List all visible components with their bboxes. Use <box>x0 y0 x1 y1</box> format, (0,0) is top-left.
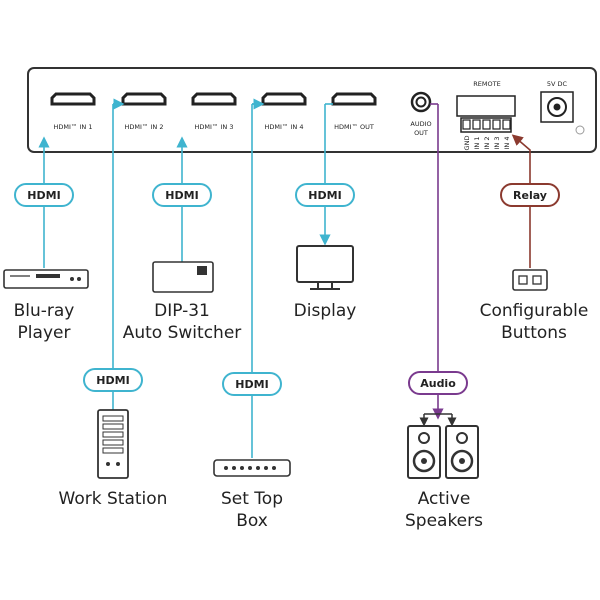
bluray-label-1: Blu-ray <box>14 301 75 321</box>
audio-out-jack: AUDIO OUT <box>410 91 432 137</box>
hdmi-in-1-port: HDMI™ IN 1 <box>50 92 96 131</box>
configurable-buttons-icon: Configurable Buttons <box>480 269 589 343</box>
hdmi-out-port: HDMI™ OUT <box>331 92 377 131</box>
svg-text:Audio: Audio <box>420 377 456 390</box>
remote-pin-gnd: GND <box>463 136 471 151</box>
buttons-label-2: Buttons <box>501 323 567 343</box>
cables <box>38 103 531 458</box>
speakers-label-1: Active <box>418 489 471 509</box>
svg-text:HDMI: HDMI <box>165 189 198 202</box>
workstation-label: Work Station <box>59 489 168 509</box>
svg-text:Relay: Relay <box>513 189 547 202</box>
display-label: Display <box>294 301 357 321</box>
pill-audio: Audio <box>408 371 468 395</box>
workstation-icon: Work Station <box>59 409 168 509</box>
remote-pin-in4: IN 4 <box>503 137 511 150</box>
svg-text:HDMI: HDMI <box>96 374 129 387</box>
hdmi-in-1-label: HDMI™ IN 1 <box>54 123 93 131</box>
bluray-label-2: Player <box>18 323 71 343</box>
bluray-player-icon: Blu-ray Player <box>3 269 89 343</box>
hdmi-in-4-label: HDMI™ IN 4 <box>265 123 304 131</box>
speakers-label-2: Speakers <box>405 511 483 531</box>
dip31-label-2: Auto Switcher <box>123 323 242 343</box>
display-icon: Display <box>294 245 357 321</box>
svg-text:HDMI: HDMI <box>308 189 341 202</box>
remote-terminal-block: REMOTE GND IN 1 IN 2 IN 3 IN 4 <box>456 80 516 151</box>
pill-hdmi-display: HDMI <box>295 183 355 207</box>
remote-pin-in3: IN 3 <box>493 137 501 150</box>
cable-relay <box>511 134 531 268</box>
buttons-label-1: Configurable <box>480 301 589 321</box>
dip31-switcher-icon: DIP-31 Auto Switcher <box>123 261 242 343</box>
speakers-icon: Active Speakers <box>405 413 483 531</box>
power-jack: 5V DC <box>540 80 585 135</box>
remote-label: REMOTE <box>473 80 500 88</box>
pill-hdmi-settop: HDMI <box>222 372 282 396</box>
audio-out-label-1: AUDIO <box>410 120 431 128</box>
audio-out-label-2: OUT <box>414 129 428 137</box>
switcher-device: HDMI™ IN 1 HDMI™ IN 2 HDMI™ IN 3 HDMI™ I… <box>27 67 597 153</box>
svg-text:HDMI: HDMI <box>235 378 268 391</box>
pill-hdmi-bluray: HDMI <box>14 183 74 207</box>
hdmi-out-label: HDMI™ OUT <box>334 123 374 131</box>
settop-box-icon: Set Top Box <box>213 459 291 531</box>
remote-pin-in2: IN 2 <box>483 137 491 150</box>
hdmi-in-3-label: HDMI™ IN 3 <box>195 123 234 131</box>
pill-hdmi-dip31: HDMI <box>152 183 212 207</box>
remote-pin-in1: IN 1 <box>473 137 481 150</box>
settop-label-2: Box <box>236 511 268 531</box>
hdmi-in-2-port: HDMI™ IN 2 <box>121 92 167 131</box>
pill-relay: Relay <box>500 183 560 207</box>
hdmi-in-4-port: HDMI™ IN 4 <box>261 92 307 131</box>
dip31-label-1: DIP-31 <box>154 301 210 321</box>
settop-label-1: Set Top <box>221 489 283 509</box>
pill-hdmi-workstation: HDMI <box>83 368 143 392</box>
hdmi-in-2-label: HDMI™ IN 2 <box>125 123 164 131</box>
svg-text:HDMI: HDMI <box>27 189 60 202</box>
power-label: 5V DC <box>547 80 568 88</box>
remote-pins <box>462 119 511 130</box>
hdmi-in-3-port: HDMI™ IN 3 <box>191 92 237 131</box>
